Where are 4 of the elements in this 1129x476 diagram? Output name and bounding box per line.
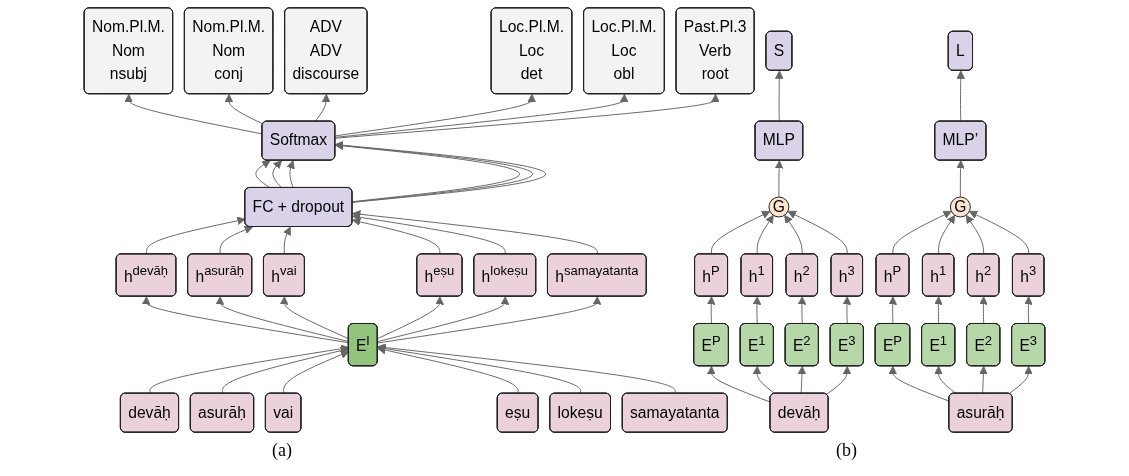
node-circle: G [768,196,790,218]
panel-label: (a) [272,440,292,462]
node-circle: G [949,196,971,218]
panel-label: (b) [836,440,857,462]
